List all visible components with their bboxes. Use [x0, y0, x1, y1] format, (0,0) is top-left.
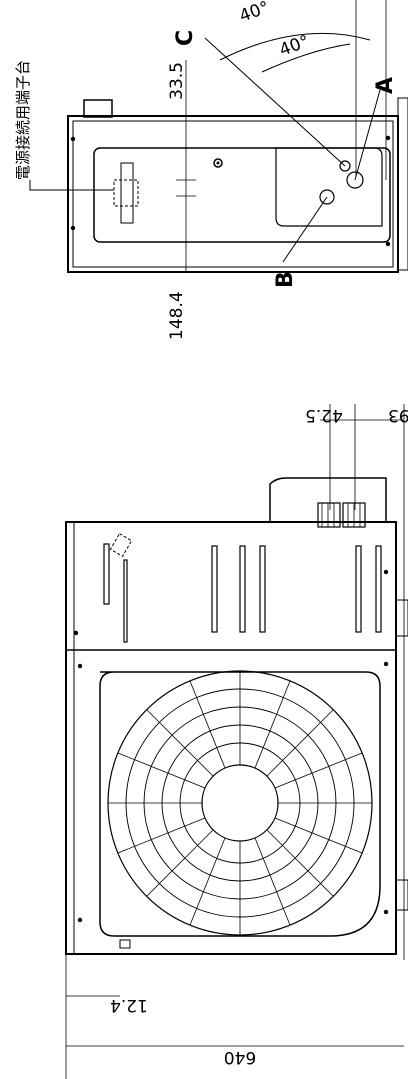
bottom-tab: [119, 939, 131, 949]
valve-b-icon: [319, 189, 335, 205]
valve-a-icon: [346, 171, 364, 189]
dim-148-4: 148.4: [167, 291, 187, 340]
mounting-rail: [397, 97, 408, 271]
vent-slot: [239, 545, 246, 633]
top-view-handle: [83, 99, 113, 118]
side-clip: [395, 879, 408, 911]
dim-42-5: 42.5: [305, 405, 343, 425]
valve-panel: [275, 147, 383, 227]
service-panel: [269, 477, 387, 522]
valve-body: [317, 502, 341, 528]
vent-slot: [103, 543, 110, 605]
fastener-icon: [70, 225, 76, 231]
dim-93: 93: [388, 405, 408, 425]
valve-c-icon: [339, 160, 351, 172]
top-view-body-inner: [72, 120, 394, 268]
top-view: 33.5 148.4 40° 40° C A B 電源接続用端子台: [14, 0, 408, 340]
leader-terminal: [29, 180, 114, 191]
fastener-icon: [77, 663, 83, 669]
terminal-cover: [120, 162, 134, 224]
leader-b: [282, 196, 328, 263]
vent-slot: [123, 559, 128, 643]
terminal-block-dashed: [113, 179, 139, 207]
terminal-dashed: [109, 533, 133, 557]
angle-outer-label: 40°: [237, 0, 272, 27]
leader-a: [354, 89, 381, 181]
angle-arc-inner: [261, 43, 351, 73]
fastener-icon: [385, 241, 391, 247]
fastener-icon: [70, 136, 76, 142]
label-c: C: [173, 30, 198, 46]
fan-grille: [107, 670, 373, 936]
front-view: 42.5 93 12.4 640: [65, 404, 408, 1079]
side-clip: [395, 599, 408, 637]
vent-slot: [375, 545, 382, 633]
screw-icon: [213, 158, 223, 168]
vent-slot: [211, 545, 218, 633]
leader-c: [204, 37, 346, 167]
screw-center: [216, 161, 220, 165]
label-a: A: [373, 77, 398, 94]
fastener-icon: [383, 661, 389, 667]
fastener-icon: [383, 909, 389, 915]
top-view-panel: [93, 147, 391, 243]
service-valves: [317, 502, 366, 528]
dim-640: 640: [224, 1047, 256, 1067]
fastener-icon: [385, 135, 391, 141]
fastener-icon: [77, 917, 83, 923]
dim-33-5: 33.5: [167, 62, 187, 100]
angle-arc-outer: [219, 32, 371, 61]
dim-12-4: 12.4: [110, 995, 148, 1015]
fan-hub: [201, 764, 279, 842]
fastener-icon: [383, 569, 389, 575]
front-body-outline: [65, 521, 397, 955]
vent-slot: [259, 545, 266, 633]
power-terminal-label: 電源接続用端子台: [14, 60, 32, 180]
vent-slot: [355, 545, 362, 633]
label-b: B: [273, 271, 298, 288]
fastener-icon: [73, 630, 79, 636]
angle-inner-label: 40°: [277, 32, 312, 61]
fan-grille-frame: [99, 671, 381, 937]
top-view-body-outline: [67, 115, 399, 273]
